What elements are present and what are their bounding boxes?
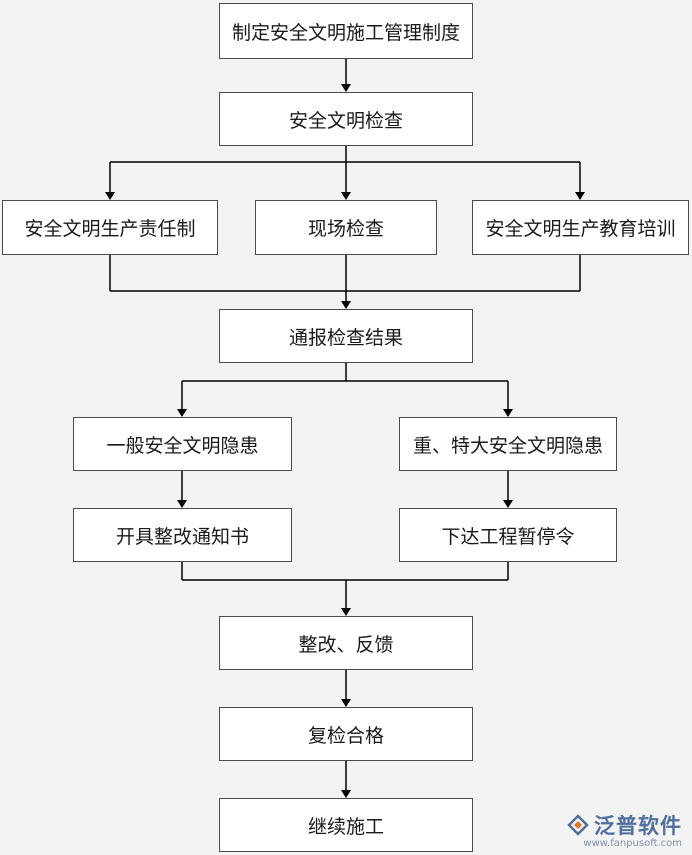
watermark-url: www.fanpusoft.com [583,838,682,849]
node-general-hazard: 一般安全文明隐患 [73,417,292,471]
node-responsibility-system: 安全文明生产责任制 [2,200,218,255]
node-report-results: 通报检查结果 [219,309,473,363]
node-stop-work-order: 下达工程暂停令 [399,508,617,562]
node-rectify-feedback: 整改、反馈 [219,616,473,670]
node-safety-inspection: 安全文明检查 [219,92,473,146]
node-site-inspection: 现场检查 [255,200,437,255]
node-education-training: 安全文明生产教育培训 [472,200,689,255]
watermark-brand: 泛普软件 [594,814,682,838]
node-major-hazard: 重、特大安全文明隐患 [399,417,617,471]
node-rectification-notice: 开具整改通知书 [73,508,292,562]
node-safety-management-system: 制定安全文明施工管理制度 [219,3,473,59]
node-reinspection-passed: 复检合格 [219,707,473,761]
watermark: 泛普软件 www.fanpusoft.com [566,810,682,849]
fanpu-logo-icon [567,814,589,836]
node-continue-construction: 继续施工 [219,798,473,852]
